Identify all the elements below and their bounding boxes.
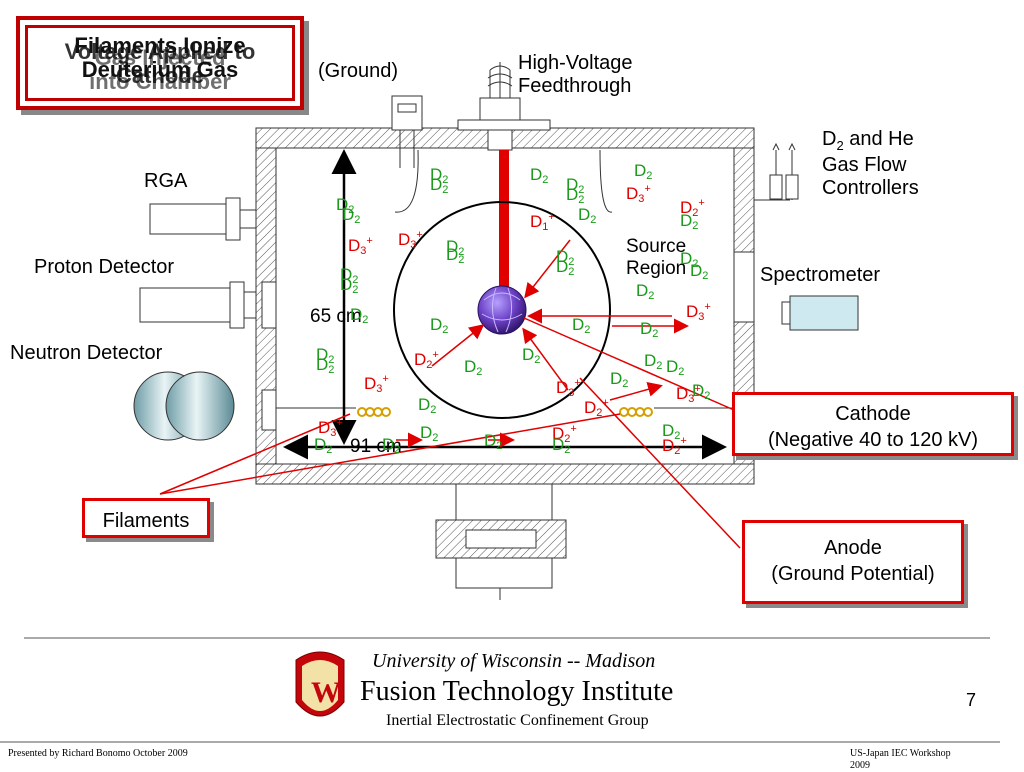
particle-label: D2 — [556, 257, 575, 278]
filaments-callout: Filaments — [82, 498, 210, 538]
filament-coil-right — [619, 407, 653, 417]
particle-label: D2 — [340, 275, 359, 296]
gas-flow-controllers-icon — [754, 142, 799, 201]
particle-label: D3+ — [676, 383, 701, 405]
footer-institute: Fusion Technology Institute — [360, 676, 674, 707]
width-dimension-label: 91 cm — [350, 436, 402, 457]
footer-presenter: Presented by Richard Bonomo October 2009 — [8, 748, 188, 759]
particle-label: D3+ — [364, 373, 389, 395]
bottom-port — [435, 483, 567, 600]
particle-label: D2 — [680, 249, 699, 270]
particle-label: D2+ — [680, 197, 705, 219]
particle-label: D2 — [634, 161, 653, 182]
particle-label: D2+ — [552, 423, 577, 445]
particle-label: D2+ — [414, 349, 439, 371]
particle-label: D2 — [430, 175, 449, 196]
particle-label: D2 — [484, 431, 503, 452]
uw-crest-logo — [295, 651, 345, 717]
particle-label: D2 — [446, 245, 465, 266]
particle-label: D3+ — [626, 183, 651, 205]
particle-label: D2 — [350, 305, 369, 326]
particle-label: D2 — [316, 355, 335, 376]
particle-label: D2 — [692, 381, 711, 402]
particle-label: D2 — [342, 205, 361, 226]
proton-detector-icon — [139, 281, 277, 329]
particle-label: D2 — [640, 319, 659, 340]
particle-label: D2 — [316, 345, 335, 366]
particle-label: D2+ — [584, 397, 609, 419]
particle-label: D2 — [552, 435, 571, 456]
particle-label: D3+ — [348, 235, 373, 257]
particle-label: D3+ — [686, 301, 711, 323]
particle-label: D2 — [636, 281, 655, 302]
height-dimension-label: 65 cm — [310, 306, 362, 327]
particle-label: D2 — [430, 165, 449, 186]
particle-label: D2 — [418, 395, 437, 416]
spectrometer-label: Spectrometer — [760, 264, 881, 286]
particle-label: D2 — [680, 211, 699, 232]
particle-label: D2 — [662, 421, 681, 442]
particle-label: D2 — [666, 357, 685, 378]
particle-label: D2 — [566, 185, 585, 206]
neutron-detector-icon — [133, 371, 277, 441]
ground-label: (Ground) — [318, 60, 399, 82]
cathode-callout: Cathode (Negative 40 to 120 kV) — [732, 392, 1014, 456]
proton-detector-label: Proton Detector — [34, 256, 175, 278]
rga-label: RGA — [144, 170, 188, 192]
particle-label: D1+ — [530, 211, 555, 233]
rga-instrument-icon — [149, 197, 257, 241]
particle-label: D2 — [610, 369, 629, 390]
ion-arrows — [396, 239, 689, 448]
source-region-outline — [394, 149, 419, 213]
callout-leaders — [159, 317, 741, 549]
spectrometer-icon — [733, 251, 859, 331]
source-region-outline-right — [599, 149, 613, 213]
cathode-sphere — [477, 285, 527, 335]
footer-institution: University of Wisconsin -- Madison — [372, 650, 656, 672]
neutron-detector-label: Neutron Detector — [10, 342, 163, 364]
particle-label: D2 — [572, 315, 591, 336]
uw-crest-letter: W — [311, 676, 341, 709]
particle-label: D2 — [530, 165, 549, 186]
particle-label: D2 — [340, 265, 359, 286]
particle-label: D2 — [578, 205, 597, 226]
particle-label: D3+ — [318, 417, 343, 439]
particle-label: D2 — [556, 247, 575, 268]
particle-label: D2 — [336, 195, 355, 216]
particle-label: D2 — [446, 237, 465, 258]
particle-label: D3+ — [556, 377, 581, 399]
particle-label: D2 — [420, 423, 439, 444]
anode-callout: Anode (Ground Potential) — [742, 520, 964, 604]
particle-label: D2 — [522, 345, 541, 366]
cathode-grid-wires — [481, 287, 523, 333]
slide-number: 7 — [966, 690, 977, 710]
particle-label: D3+ — [398, 229, 423, 251]
particle-label: D2 — [464, 357, 483, 378]
particle-label: D2 — [430, 315, 449, 336]
footer-group: Inertial Electrostatic Confinement Group — [386, 712, 649, 729]
particle-label: D2 — [644, 351, 663, 372]
particle-label: D2 — [566, 175, 585, 196]
anode-grid — [393, 201, 611, 419]
particle-label: D2+ — [662, 435, 687, 457]
particle-label: D2 — [382, 435, 401, 456]
gas-flow-controllers-label: D2 and He Gas Flow Controllers — [822, 128, 919, 199]
particle-label: D2 — [314, 435, 333, 456]
particle-label: D2 — [690, 261, 709, 282]
filament-coil-left — [357, 407, 391, 417]
feedthrough-stalk — [499, 150, 509, 290]
